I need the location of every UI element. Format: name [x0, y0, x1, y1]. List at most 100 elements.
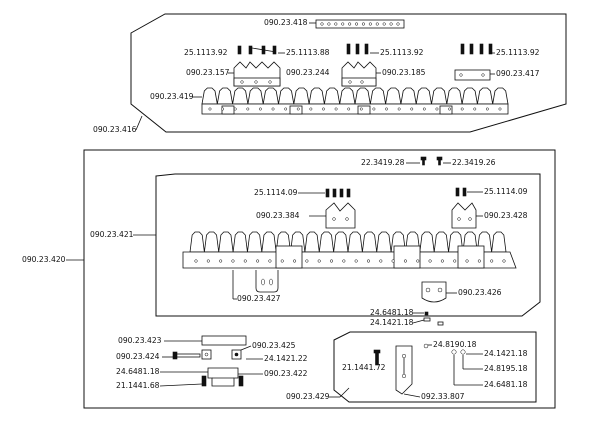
- mounting-hole: [293, 259, 297, 263]
- label-090-23-428: 090.23.428: [484, 211, 528, 220]
- mounting-hole: [422, 107, 426, 111]
- label-090-23-422: 090.23.422: [264, 369, 308, 378]
- mounting-hole: [485, 107, 489, 111]
- mounting-hole: [296, 107, 300, 111]
- mounting-hole: [440, 259, 444, 263]
- mounting-hole: [342, 259, 346, 263]
- label-090-23-185: 090.23.185: [382, 68, 426, 77]
- inner-assembly-frame: [155, 173, 541, 317]
- label-25-1114-09-b: 25.1114.09: [484, 187, 528, 196]
- knife-plate-384: [325, 202, 356, 229]
- mounting-hole: [448, 107, 452, 111]
- main-knife-bar-421: [182, 231, 517, 269]
- label-090-23-427: 090.23.427: [237, 294, 281, 303]
- mounting-hole: [361, 22, 366, 26]
- mounting-hole: [284, 107, 288, 111]
- label-24-1421-22: 24.1421.22: [264, 354, 308, 363]
- mounting-hole: [453, 259, 457, 263]
- mounting-hole: [231, 259, 235, 263]
- mounting-hole: [334, 107, 338, 111]
- label-24-6481-18-br: 24.6481.18: [484, 380, 528, 389]
- bolt-1441-68: [201, 375, 244, 387]
- mounting-hole: [327, 22, 331, 26]
- mounting-hole: [385, 107, 388, 111]
- mounting-hole: [435, 107, 439, 111]
- label-25-1113-92-b: 25.1113.92: [380, 48, 424, 57]
- label-090-23-416: 090.23.416: [93, 125, 137, 134]
- label-090-23-423: 090.23.423: [118, 336, 162, 345]
- mounting-hole: [305, 259, 309, 263]
- mounting-hole: [206, 259, 210, 263]
- mounting-hole: [256, 259, 260, 263]
- mounting-hole: [208, 107, 212, 111]
- arm-807: [395, 345, 413, 395]
- mounting-hole: [354, 259, 358, 263]
- mounting-hole: [320, 22, 324, 26]
- mounting-hole: [258, 107, 262, 111]
- lower-assembly-frame: [83, 149, 556, 409]
- mounting-hole: [334, 22, 338, 26]
- knife-section-157: [233, 61, 281, 87]
- plate-417: [454, 69, 491, 81]
- mounting-hole: [397, 107, 401, 111]
- knife-section-185: [341, 61, 377, 87]
- label-090-23-425: 090.23.425: [252, 341, 296, 350]
- mounting-hole: [396, 22, 400, 26]
- label-24-6481-18-mid: 24.6481.18: [370, 308, 414, 317]
- top-assembly-frame: [130, 13, 567, 133]
- mounting-hole: [233, 107, 237, 111]
- label-21-1441-68: 21.1441.68: [116, 381, 160, 390]
- label-090-23-420: 090.23.420: [22, 255, 66, 264]
- label-22-3419-28: 22.3419.28: [361, 158, 405, 167]
- label-090-23-418: 090.23.418: [264, 18, 308, 27]
- knife-plate-428: [451, 202, 477, 229]
- mounting-hole: [389, 22, 393, 26]
- label-090-23-244: 090.23.244: [286, 68, 330, 77]
- mounting-hole: [379, 259, 383, 263]
- mounting-hole: [348, 22, 352, 26]
- label-090-23-384: 090.23.384: [256, 211, 300, 220]
- mounting-hole: [460, 107, 464, 111]
- label-25-1113-88: 25.1113.88: [286, 48, 330, 57]
- mounting-hole: [502, 259, 506, 263]
- main-knife-bar-419: [201, 87, 509, 115]
- mounting-hole: [366, 259, 371, 263]
- plate-426: [421, 281, 447, 303]
- mounting-hole: [382, 22, 386, 26]
- label-24-8190-18: 24.8190.18: [433, 340, 477, 349]
- mounting-hole: [354, 22, 359, 26]
- bolt-424: [172, 351, 201, 360]
- bolts-3419: [420, 156, 443, 166]
- label-090-23-157: 090.23.157: [186, 68, 230, 77]
- mounting-hole: [219, 259, 223, 263]
- mounting-hole: [280, 259, 284, 263]
- label-090-23-419: 090.23.419: [150, 92, 194, 101]
- mounting-hole: [246, 107, 250, 111]
- label-24-6481-18-bl: 24.6481.18: [116, 367, 160, 376]
- bolts-1114-right: [455, 187, 467, 197]
- label-090-23-426: 090.23.426: [458, 288, 502, 297]
- bolt-group-3: [460, 43, 493, 55]
- mounting-hole: [221, 107, 225, 111]
- mounting-hole: [271, 107, 275, 111]
- mounting-hole: [347, 107, 351, 111]
- guide-422: [207, 367, 239, 387]
- label-21-1441-72: 21.1441.72: [342, 363, 386, 372]
- sub-assembly-frame: [333, 331, 537, 403]
- label-24-8195-18: 24.8195.18: [484, 364, 528, 373]
- mounting-hole: [322, 107, 325, 111]
- mounting-hole: [372, 107, 376, 111]
- label-24-1421-18-mid: 24.1421.18: [370, 318, 414, 327]
- label-092-33-807: 092.33.807: [421, 392, 465, 401]
- clip-427: [255, 270, 279, 293]
- small-pins-6481: [423, 311, 444, 326]
- mounting-hole: [410, 107, 414, 111]
- top-perforated-bar: [315, 19, 405, 29]
- mounting-hole: [477, 259, 481, 263]
- mounting-hole: [465, 259, 469, 263]
- label-090-23-417: 090.23.417: [496, 69, 540, 78]
- label-090-23-429: 090.23.429: [286, 392, 330, 401]
- label-25-1113-92-a: 25.1113.92: [184, 48, 228, 57]
- bush-425-b: [231, 349, 242, 360]
- label-090-23-424: 090.23.424: [116, 352, 160, 361]
